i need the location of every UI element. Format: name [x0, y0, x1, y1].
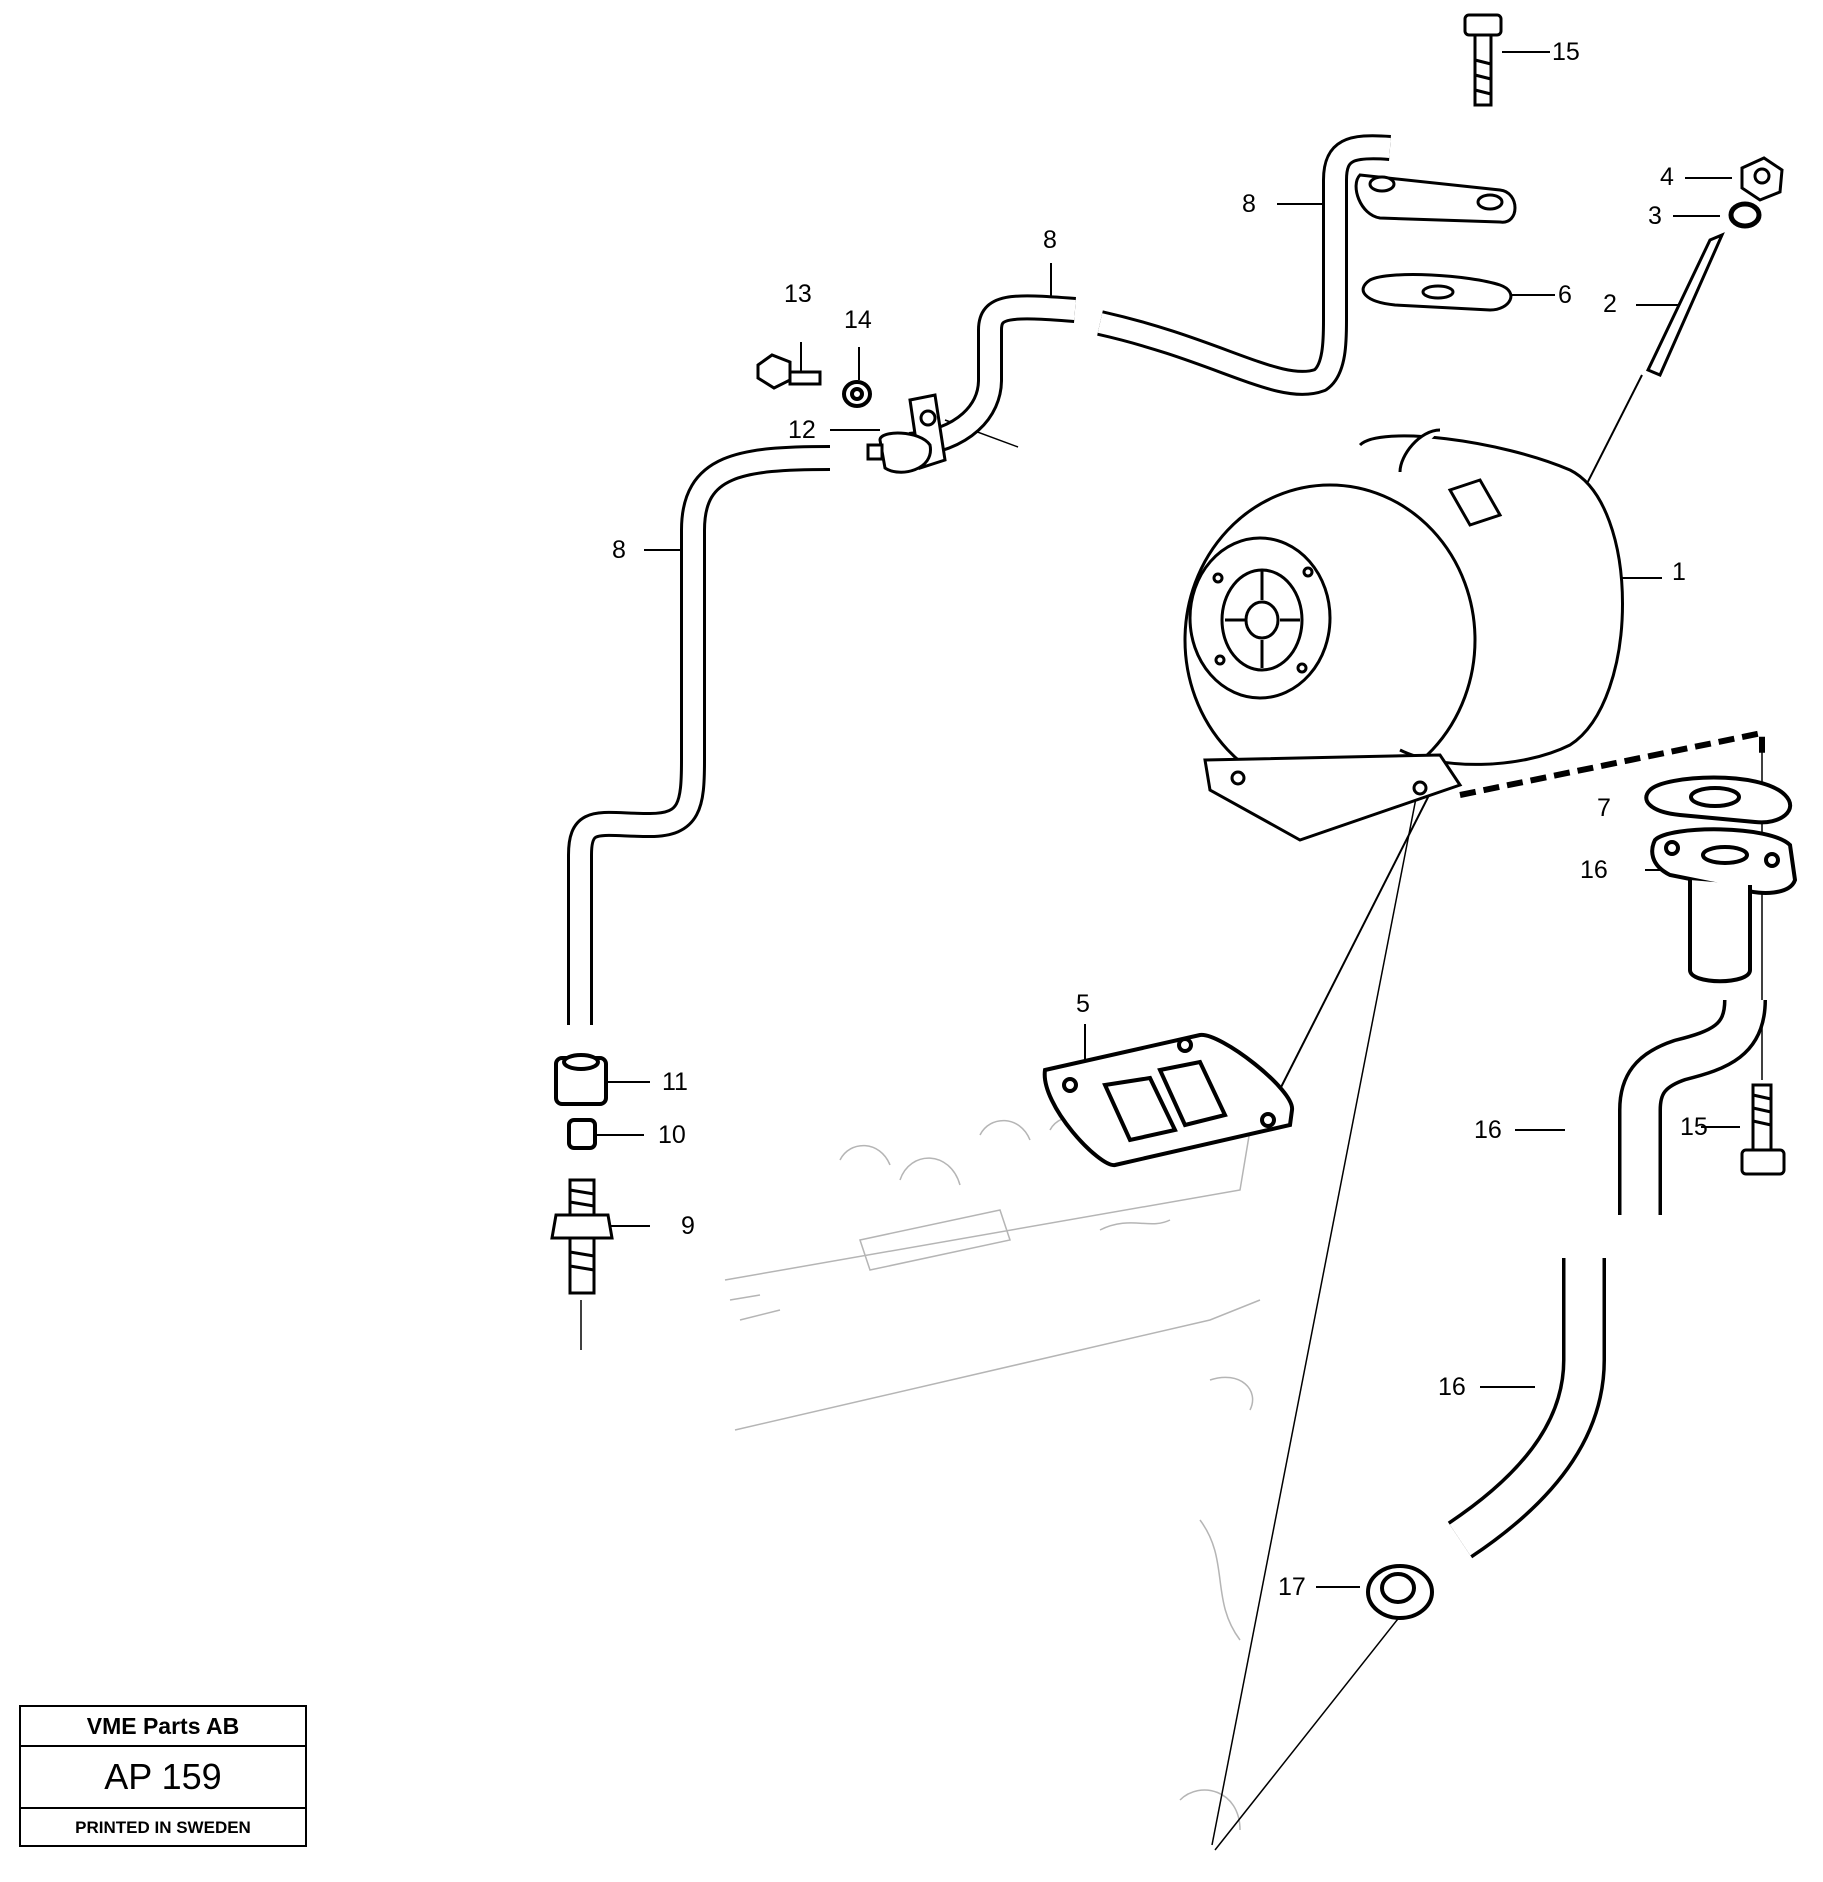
bolt-13	[756, 353, 822, 390]
nut-4	[1740, 156, 1784, 202]
callout-9: 9	[681, 1212, 695, 1240]
callout-16-upper-hose: 16	[1474, 1116, 1502, 1144]
return-hose-16-lower	[1447, 1258, 1606, 1559]
callout-15-lower: 15	[1680, 1113, 1708, 1141]
callout-11: 11	[662, 1068, 688, 1096]
return-flange-16	[1650, 827, 1798, 984]
stud-2	[1645, 232, 1725, 377]
callout-8-middle: 8	[1043, 226, 1057, 254]
clamp-12	[866, 393, 947, 474]
pipe-flange-top	[1354, 173, 1517, 224]
gasket-5	[1042, 1032, 1294, 1167]
title-stamp: VME Parts AB AP 159 PRINTED IN SWEDEN	[19, 1705, 307, 1847]
callout-7: 7	[1597, 794, 1611, 822]
bolt-15-top	[1463, 13, 1503, 107]
bolt-15-lower	[1740, 1083, 1786, 1176]
callout-6: 6	[1558, 281, 1572, 309]
leader-lines	[580, 51, 1763, 1851]
stamp-drawing-code: AP 159	[21, 1747, 305, 1809]
turbocharger-1	[1183, 428, 1624, 842]
callout-2: 2	[1603, 290, 1617, 318]
oil-pipe-upper	[1097, 134, 1391, 396]
callout-4: 4	[1660, 163, 1674, 191]
dashed-connection-line	[1459, 729, 1765, 798]
callout-14: 14	[844, 306, 872, 334]
callout-labels: 1 2 3 4 5 6 7 8 8 8 9 10 11 12 13 14 15 …	[612, 38, 1708, 1601]
callout-12: 12	[788, 416, 816, 444]
callout-10: 10	[658, 1121, 686, 1149]
engine-block-outline	[724, 1079, 1261, 1831]
nipple-9	[550, 1178, 614, 1295]
callout-8-left: 8	[612, 536, 626, 564]
oil-pipe-middle	[908, 294, 1076, 458]
callout-13: 13	[784, 280, 812, 308]
callout-8-upper: 8	[1242, 190, 1256, 218]
seal-ring-17	[1366, 1564, 1434, 1620]
callout-16-flange: 16	[1580, 856, 1608, 884]
callout-5: 5	[1076, 990, 1090, 1018]
washer-14	[842, 380, 872, 408]
oil-pipe-left	[567, 445, 831, 1025]
callout-3: 3	[1648, 202, 1662, 230]
union-nut-11	[554, 1053, 608, 1106]
gasket-6	[1361, 273, 1513, 312]
return-hose-16-upper	[1618, 998, 1767, 1215]
callout-16-lower-hose: 16	[1438, 1373, 1466, 1401]
stamp-company: VME Parts AB	[21, 1707, 305, 1747]
gasket-7	[1644, 775, 1793, 825]
callout-1: 1	[1672, 558, 1686, 586]
callout-15-top: 15	[1552, 38, 1580, 66]
cone-10	[567, 1118, 597, 1150]
callout-17: 17	[1278, 1573, 1306, 1601]
washer-3	[1728, 201, 1762, 229]
stamp-printed-note: PRINTED IN SWEDEN	[75, 1818, 251, 1837]
